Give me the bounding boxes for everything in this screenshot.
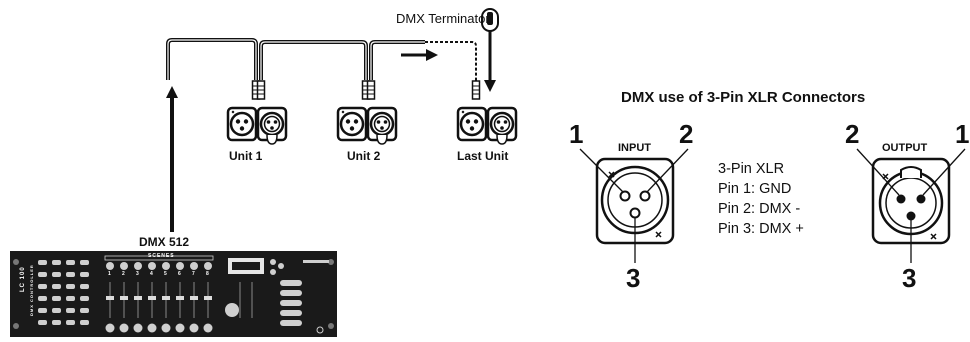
dmx-512-label: DMX 512	[139, 235, 190, 249]
scene-number: 5	[164, 271, 168, 277]
signal-right-arrow	[401, 49, 438, 61]
unit-1-label: Unit 1	[229, 149, 263, 163]
terminator-label: DMX Terminator	[396, 11, 490, 26]
input-pin-number-1: 1	[569, 119, 584, 149]
output-pin-number-2: 2	[845, 119, 860, 149]
connector-title: DMX use of 3-Pin XLR Connectors	[621, 89, 866, 106]
spec-line: Pin 2: DMX -	[718, 201, 801, 217]
input-pin-number-3: 3	[626, 263, 641, 293]
spec-line: Pin 3: DMX +	[718, 221, 804, 237]
dashed-cable-segment	[425, 41, 477, 82]
scene-number-row: 1 2 3 4 5 6 7 8	[106, 271, 214, 279]
scene-number: 8	[206, 271, 210, 277]
input-pin-number-2: 2	[679, 119, 694, 149]
signal-up-arrow	[166, 86, 178, 98]
scene-number: 2	[122, 271, 126, 277]
input-xlr-connector	[579, 148, 689, 263]
unit-1	[226, 106, 288, 146]
controller-model-text: LC 100	[20, 266, 26, 292]
scene-number: 4	[150, 271, 154, 277]
xlr-pin-diagram	[579, 148, 966, 263]
output-pin-number-3: 3	[902, 263, 917, 293]
unit-2-label: Unit 2	[347, 149, 381, 163]
input-label: INPUT	[618, 142, 651, 154]
spec-line: 3-Pin XLR	[718, 161, 785, 177]
scene-number: 1	[108, 271, 112, 277]
scene-number: 7	[192, 271, 196, 277]
scene-number: 6	[178, 271, 182, 277]
output-pin-number-1: 1	[955, 119, 970, 149]
last-unit	[456, 106, 518, 146]
last-unit-label: Last Unit	[457, 149, 509, 163]
scenes-label: SCENES	[148, 253, 175, 259]
output-label: OUTPUT	[882, 142, 928, 154]
spec-line: Pin 1: GND	[718, 181, 792, 197]
output-xlr-connector	[856, 148, 966, 263]
terminator-plug-icon	[481, 8, 499, 92]
unit-2	[336, 106, 398, 146]
dmx-controller-device	[10, 251, 337, 337]
controller-subtext: DMX CONTROLLER	[29, 264, 34, 316]
scene-number: 3	[136, 271, 140, 277]
